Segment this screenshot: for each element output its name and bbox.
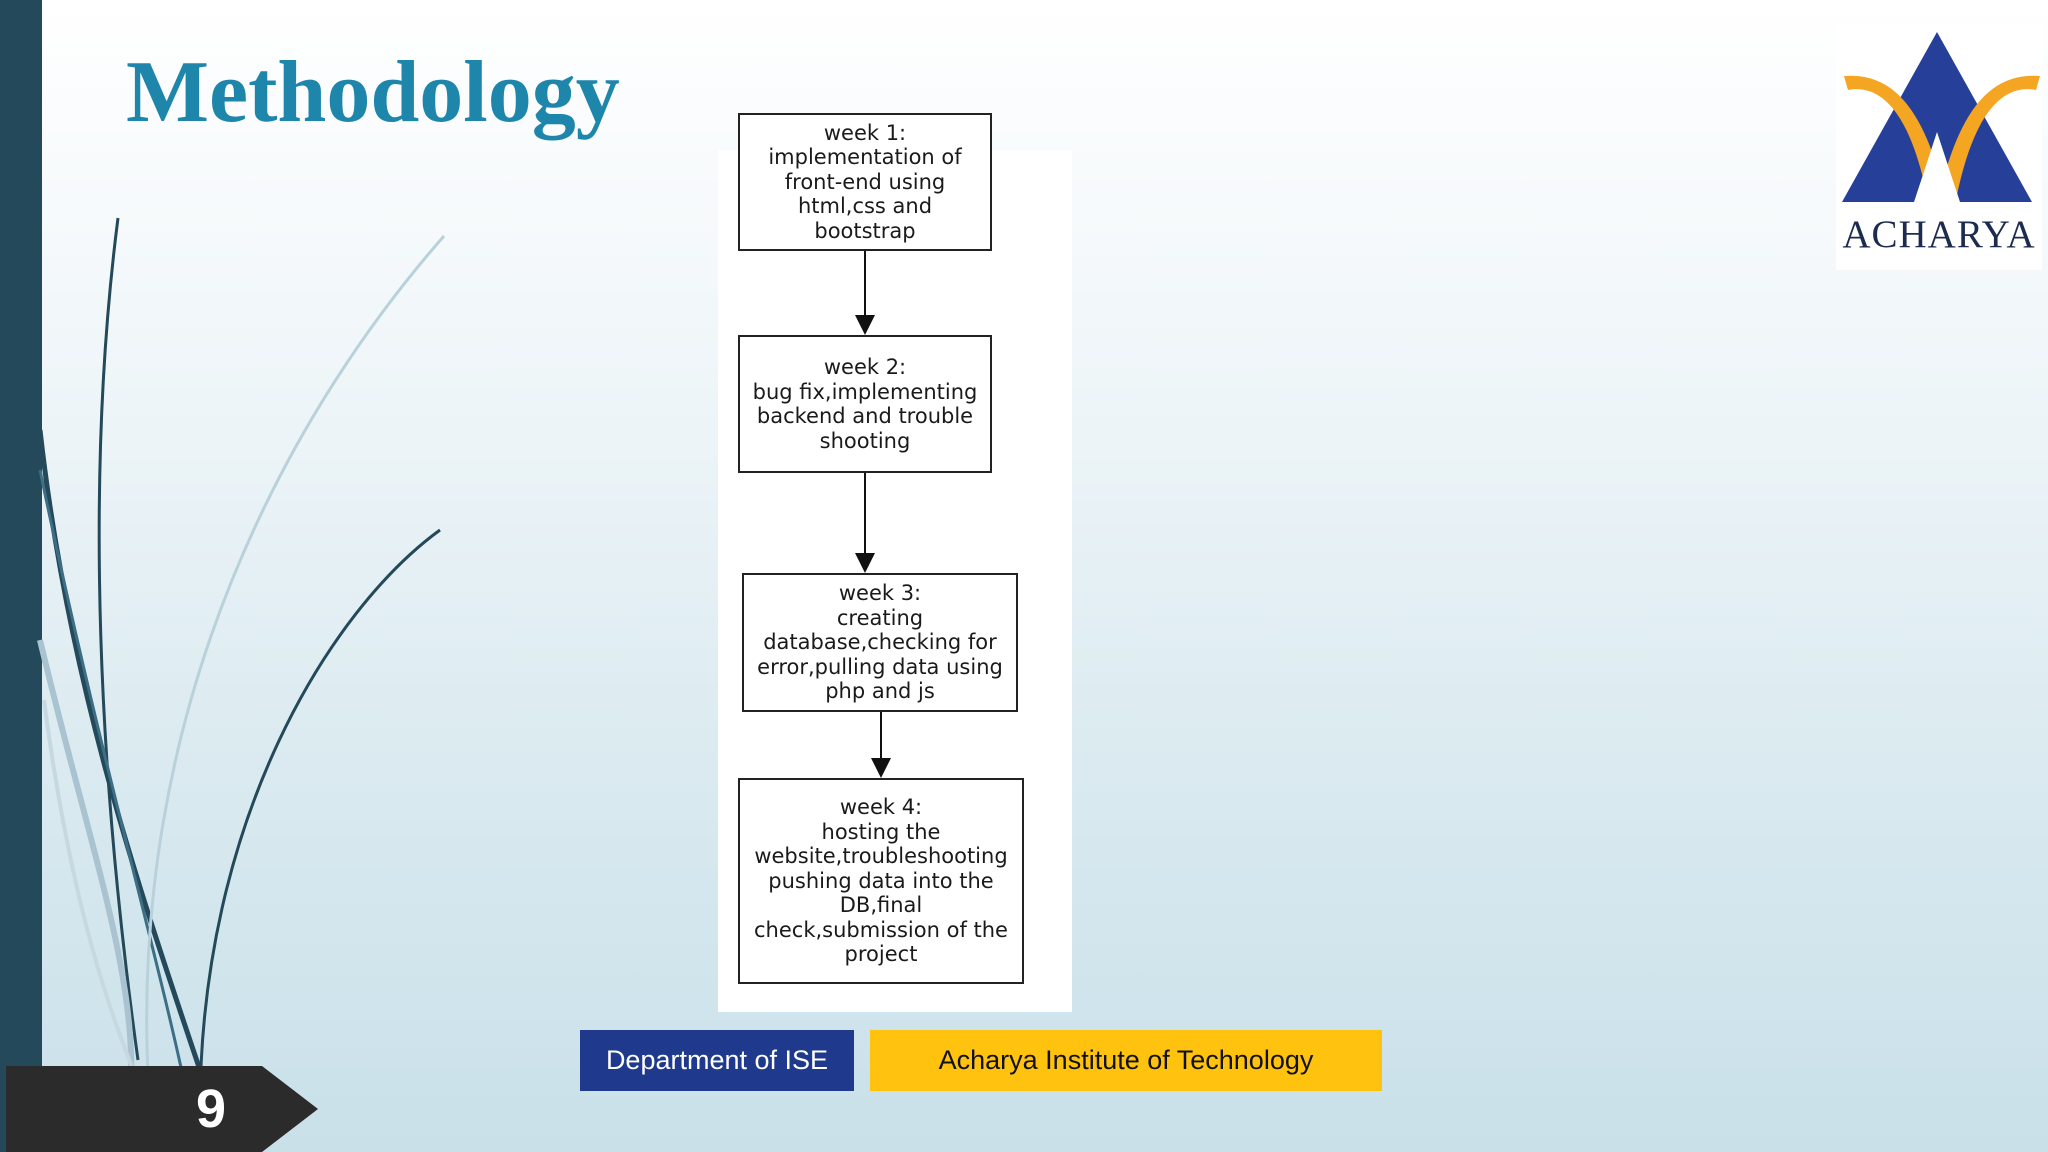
node-text-line: project	[844, 942, 918, 967]
node-text-line: bug fix,implementing	[752, 379, 978, 404]
acharya-logo-icon	[1842, 32, 2040, 202]
node-text-line: html,css and	[797, 194, 933, 219]
node-text-line: hosting the	[821, 819, 941, 844]
acharya-logo: ACHARYA	[1836, 24, 2042, 270]
node-text-line: front-end using	[784, 169, 946, 194]
node-text-line: week 2:	[823, 355, 907, 379]
page-number-tab	[6, 1066, 318, 1152]
node-text-line: database,checking for	[763, 630, 997, 655]
node-text-line: error,pulling data using	[757, 654, 1003, 679]
page-number: 9	[195, 1079, 227, 1139]
node-text-line: week 4:	[839, 795, 923, 820]
node-text-line: bootstrap	[814, 218, 916, 243]
node-text-line: DB,final	[839, 893, 923, 918]
node-text-line: check,submission of the	[754, 917, 1008, 942]
decorative-curves	[37, 217, 446, 1111]
institute-badge: Acharya Institute of Technology	[870, 1030, 1382, 1091]
node-text-line: pushing data into the	[768, 868, 994, 893]
node-text-line: website,troubleshooting	[754, 844, 1008, 869]
left-sidebar-strip	[0, 0, 42, 1152]
node-text-line: week 1:	[823, 120, 907, 145]
node-text-line: week 3:	[838, 581, 922, 606]
node-text-line: implementation of	[768, 145, 962, 170]
node-text-line: backend and trouble	[756, 404, 974, 428]
node-text-line: php and js	[825, 679, 935, 704]
department-badge: Department of ISE	[580, 1030, 854, 1091]
node-text-line: shooting	[819, 428, 911, 453]
node-text-line: creating	[836, 605, 924, 630]
logo-text: ACHARYA	[1842, 213, 2036, 256]
page-title: Methodology	[126, 44, 620, 141]
